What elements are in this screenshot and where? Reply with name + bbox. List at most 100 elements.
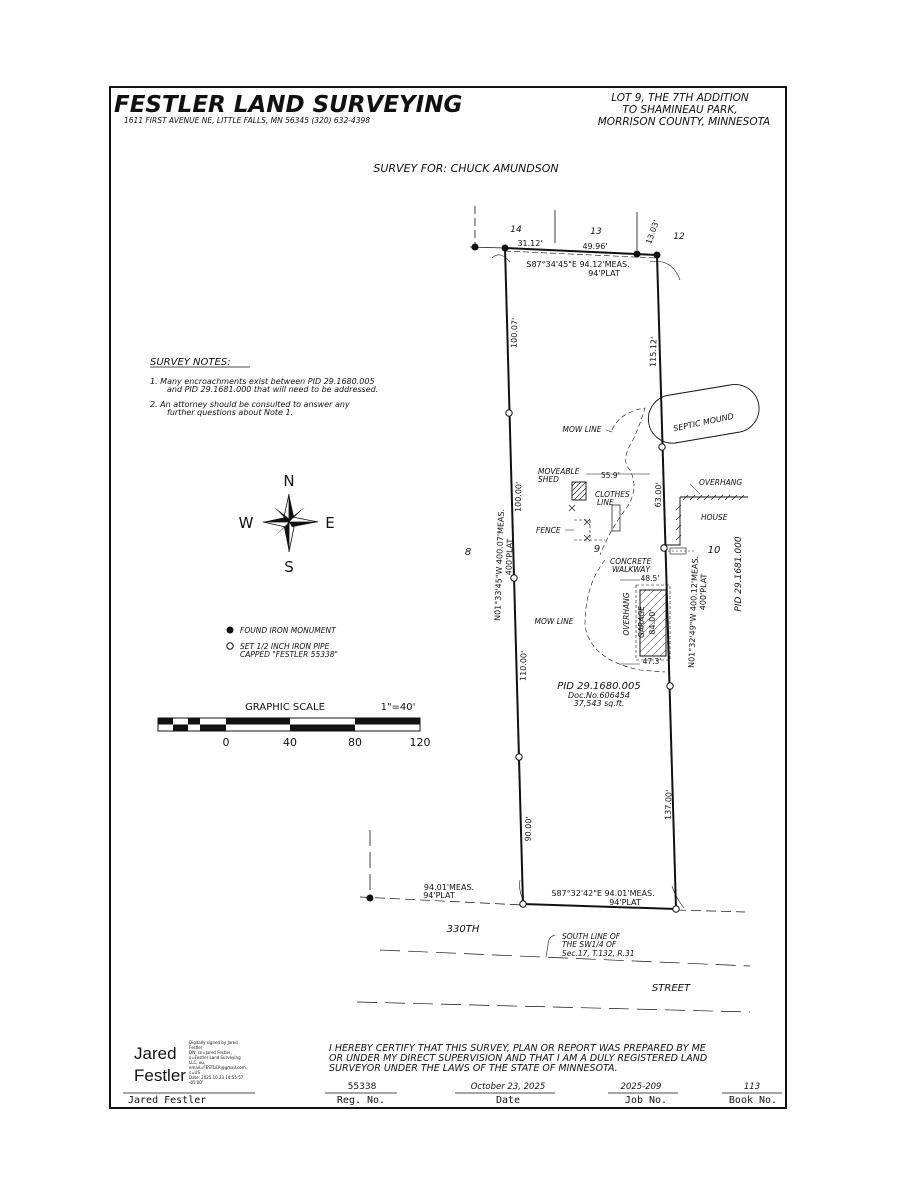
house-overhang-label: OVERHANG (699, 478, 742, 487)
lot-8-label: 8 (465, 547, 471, 558)
svg-text:-05'00': -05'00' (189, 1080, 203, 1085)
svg-text:LLC, ou,: LLC, ou, (189, 1060, 205, 1065)
dim-right-a: 115.12' (648, 337, 658, 367)
pipe-right-2 (660, 544, 668, 552)
svg-text:Digitally signed by Jared: Digitally signed by Jared (189, 1040, 238, 1045)
compass-n: N (283, 472, 294, 490)
monument-nw-outside (471, 243, 479, 251)
cert-line-2: OR UNDER MY DIRECT SUPERVISION AND THAT … (329, 1053, 707, 1064)
south-line-b: THE SW1/4 OF (562, 940, 617, 949)
date-value: October 23, 2025 (471, 1082, 546, 1092)
signature-first: Jared (134, 1044, 177, 1063)
digital-signature-stamp: Digitally signed by Jared Festler DN: cn… (189, 1040, 247, 1085)
reg-label: Reg. No. (337, 1095, 385, 1106)
scale-ratio: 1"=40' (381, 702, 416, 713)
sheet-border (109, 86, 787, 1109)
garage-label: GARAGE (637, 606, 646, 638)
lot-10-label: 10 (708, 545, 721, 556)
plat-top: 94'PLAT (588, 269, 620, 278)
plat-right: 400'PLAT (698, 573, 708, 610)
note-2a: 2. An attorney should be consulted to an… (150, 400, 350, 409)
dim-bottom-left-b: 94'PLAT (423, 891, 455, 900)
book-label: Book No. (729, 1095, 777, 1106)
pipe-left-1 (505, 409, 513, 417)
note-2b: further questions about Note 1. (167, 408, 293, 417)
svg-text:DN: cn=Jared Festler,: DN: cn=Jared Festler, (189, 1050, 232, 1055)
pipe-left-2 (510, 574, 518, 582)
doc-number: Doc.No.606454 (568, 691, 630, 700)
signature-last: Festler (134, 1066, 186, 1085)
garage-dist-bottom: 47.3' (643, 657, 662, 666)
garage-dim: 84.00' (648, 609, 657, 634)
scale-tick-40: 40 (283, 736, 297, 749)
concrete-label-b: WALKWAY (612, 565, 651, 574)
dim-left-d: 90.00' (524, 816, 534, 841)
compass-e: E (325, 514, 334, 532)
garage-overhang-label: OVERHANG (622, 592, 631, 635)
street-label-a: 330TH (447, 924, 480, 935)
dim-right-b: 63.00' (654, 482, 664, 507)
date-label: Date (496, 1095, 520, 1106)
bearing-top: S87°34'45"E 94.12'MEAS. (526, 260, 629, 269)
compass-w: W (239, 514, 254, 532)
concrete-label-a: CONCRETE (610, 557, 652, 566)
pid-main: PID 29.1680.005 (557, 681, 640, 692)
job-label: Job No. (625, 1095, 667, 1106)
lot-14-label: 14 (510, 225, 522, 235)
mow-line-label-1: MOW LINE (563, 425, 602, 434)
dim-bottom-left-a: 94.01'MEAS. (424, 883, 474, 892)
legend-set-a: SET 1/2 INCH IRON PIPE (240, 642, 330, 651)
shed-label-a: MOVEABLE (538, 467, 580, 476)
plat-left: 400'PLAT (504, 538, 514, 575)
lot-area: 37,543 sq.ft. (574, 699, 625, 708)
street-label-b: STREET (652, 983, 691, 994)
monument-sw-outside (366, 894, 374, 902)
pipe-sw (519, 900, 527, 908)
pipe-right-3 (666, 682, 674, 690)
legend-set-b: CAPPED "FESTLER 55338" (240, 650, 338, 659)
company-address: 1611 FIRST AVENUE NE, LITTLE FALLS, MN 5… (124, 116, 370, 125)
plat-bottom: 94'PLAT (609, 898, 641, 907)
bearing-bottom: S87°32'42"E 94.01'MEAS. (551, 889, 654, 898)
book-value: 113 (744, 1082, 760, 1092)
scale-title: GRAPHIC SCALE (245, 702, 325, 713)
lot-13-label: 13 (590, 227, 602, 237)
notes-title: SURVEY NOTES: (150, 357, 231, 368)
dim-left-a: 100.07' (509, 318, 519, 348)
dim-top-a: 31.12' (517, 239, 542, 248)
shed-distance: 55.9' (601, 471, 620, 480)
monument-nw (501, 244, 509, 252)
dim-left-b: 100.00' (513, 482, 523, 512)
house-label: HOUSE (701, 513, 728, 522)
south-line-a: SOUTH LINE OF (562, 932, 621, 941)
legend-found: FOUND IRON MONUMENT (240, 626, 337, 635)
septic-mound-label: SEPTIC MOUND (672, 412, 734, 434)
scale-tick-120: 120 (410, 736, 431, 749)
svg-text:c=US: c=US (189, 1070, 200, 1075)
found-monument-icon (226, 626, 234, 634)
svg-text:Date: 2025.10.23 14:55:57: Date: 2025.10.23 14:55:57 (189, 1075, 244, 1080)
company-name: FESTLER LAND SURVEYING (114, 92, 462, 118)
scale-tick-80: 80 (348, 736, 362, 749)
cert-line-3: SURVEYOR UNDER THE LAWS OF THE STATE OF … (329, 1063, 618, 1074)
south-line-c: Sec.17, T.132, R.31 (562, 949, 635, 958)
pipe-se (672, 905, 680, 913)
scale-tick-0: 0 (223, 736, 230, 749)
signature-printed: Jared Festler (128, 1095, 206, 1106)
dim-left-c: 110.00' (518, 651, 528, 681)
legal-line-1: LOT 9, THE 7TH ADDITION (611, 92, 749, 104)
svg-text:email=FESTLER@gmail.com,: email=FESTLER@gmail.com, (189, 1065, 247, 1070)
bearing-left: N01°33'45"W 400.07'MEAS. (493, 509, 506, 621)
monument-ne-13 (633, 250, 641, 258)
pipe-right-1 (658, 443, 666, 451)
bearing-right: N01°32'49"W 400.12'MEAS. (687, 556, 700, 668)
dim-right-d: 137.00' (663, 790, 673, 820)
compass-s: S (284, 558, 294, 576)
pipe-left-3 (515, 753, 523, 761)
legal-line-2: TO SHAMINEAU PARK, (622, 104, 737, 116)
monument-ne (653, 251, 661, 259)
compass-rose-icon (262, 493, 319, 553)
graphic-scale-bar (157, 717, 421, 732)
cert-line-1: I HEREBY CERTIFY THAT THIS SURVEY, PLAN … (329, 1043, 706, 1054)
